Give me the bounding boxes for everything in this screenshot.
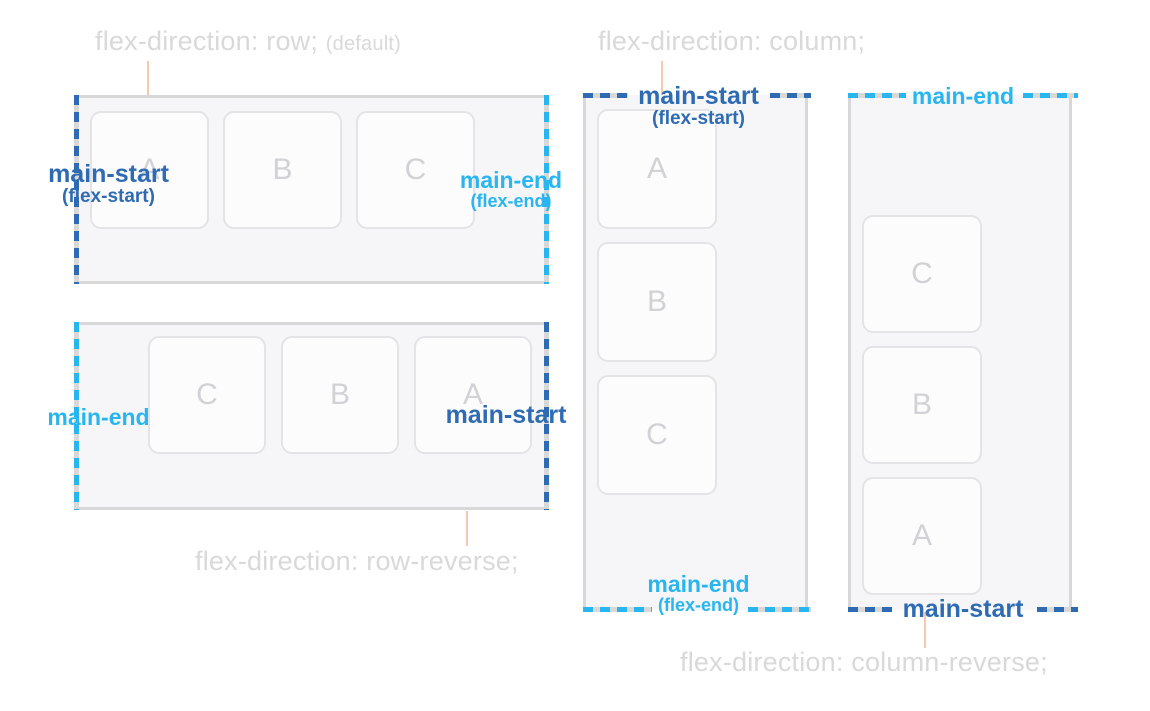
flex-item-letter: B: [272, 153, 293, 186]
connector-line-column-reverse: [924, 612, 926, 648]
flex-item: C: [862, 215, 982, 333]
flex-item: A: [414, 336, 532, 454]
main-end-text: main-end: [911, 83, 1015, 109]
main-start-text: main-start: [638, 82, 759, 110]
connector-line-row: [147, 61, 149, 95]
flex-start-text: (flex-start): [652, 108, 745, 130]
main-start-label: main-start (flex-start): [31, 161, 186, 207]
main-start-edge-right: [770, 93, 811, 98]
connector-line-column: [661, 61, 663, 95]
title-row-reverse: flex-direction: row-reverse;: [195, 546, 519, 577]
main-end-edge-right: [1023, 93, 1078, 98]
flex-end-text: (flex-end): [470, 191, 552, 212]
main-start-text: main-start: [445, 401, 567, 429]
title-row: flex-direction: row; (default): [95, 26, 401, 57]
main-start-text: main-start: [48, 160, 169, 188]
flex-item: B: [281, 336, 399, 454]
main-start-edge: [74, 95, 79, 284]
flex-container-column: A B C main-start (flex-start) main-end (…: [583, 83, 811, 615]
flex-item-letter: C: [646, 418, 668, 451]
flex-item: B: [597, 242, 717, 362]
title-column-reverse-text: flex-direction: column-reverse;: [680, 647, 1048, 677]
main-end-label: main-end (flex-end): [436, 168, 586, 211]
main-start-edge-right: [1037, 607, 1078, 612]
title-row-reverse-text: flex-direction: row-reverse;: [195, 546, 519, 576]
flex-item: A: [862, 477, 982, 595]
main-start-edge-left: [848, 607, 892, 612]
flex-item-letter: C: [196, 378, 218, 411]
main-end-text: main-end: [459, 167, 563, 193]
flex-item-letter: B: [329, 378, 350, 411]
main-start-label: main-start (flex-start): [586, 83, 811, 129]
flex-item-letter: C: [911, 257, 933, 290]
title-row-text: flex-direction: row;: [95, 26, 319, 56]
flex-item-letter: B: [646, 285, 667, 318]
flex-item: A: [597, 109, 717, 229]
flex-item: C: [356, 111, 475, 229]
flex-item: C: [597, 375, 717, 495]
flex-item: B: [862, 346, 982, 464]
flex-item: A: [90, 111, 209, 229]
flex-item-letter: B: [911, 388, 932, 421]
flex-item-letter: A: [646, 152, 667, 185]
main-end-label: main-end: [21, 405, 176, 429]
main-end-edge-left: [583, 607, 652, 612]
main-end-text: main-end: [47, 404, 150, 430]
flex-item: C: [148, 336, 266, 454]
title-column-text: flex-direction: column;: [598, 26, 866, 56]
flex-container-row-reverse: C B A main-end main-start: [47, 322, 566, 510]
main-end-edge-left: [848, 93, 906, 98]
flex-end-text: (flex-end): [658, 595, 739, 616]
title-column-reverse: flex-direction: column-reverse;: [680, 647, 1048, 678]
main-end-text: main-end: [647, 571, 750, 597]
flex-item-letter: A: [911, 519, 932, 552]
main-end-label: main-end (flex-end): [586, 572, 811, 615]
title-column: flex-direction: column;: [598, 26, 865, 57]
flex-start-text: (flex-start): [62, 186, 155, 208]
flex-item-letter: A: [462, 378, 483, 411]
main-start-edge-left: [583, 93, 628, 98]
main-start-edge: [544, 322, 549, 510]
main-start-text: main-start: [902, 595, 1024, 623]
main-end-edge-right: [748, 607, 811, 612]
main-start-label: main-start: [851, 595, 1075, 623]
main-end-label: main-end: [851, 84, 1075, 108]
flex-item: B: [223, 111, 342, 229]
main-end-edge: [74, 322, 79, 510]
flex-container-row: A B C main-start (flex-start) main-end (…: [48, 95, 562, 284]
title-row-suffix: (default): [325, 33, 401, 55]
connector-line-row-reverse: [466, 511, 468, 546]
main-end-edge: [544, 95, 549, 284]
main-start-label: main-start: [431, 401, 581, 429]
flex-item-letter: A: [139, 153, 160, 186]
flex-container-column-reverse: C B A main-end main-start: [848, 84, 1078, 622]
flex-item-letter: C: [404, 153, 427, 186]
